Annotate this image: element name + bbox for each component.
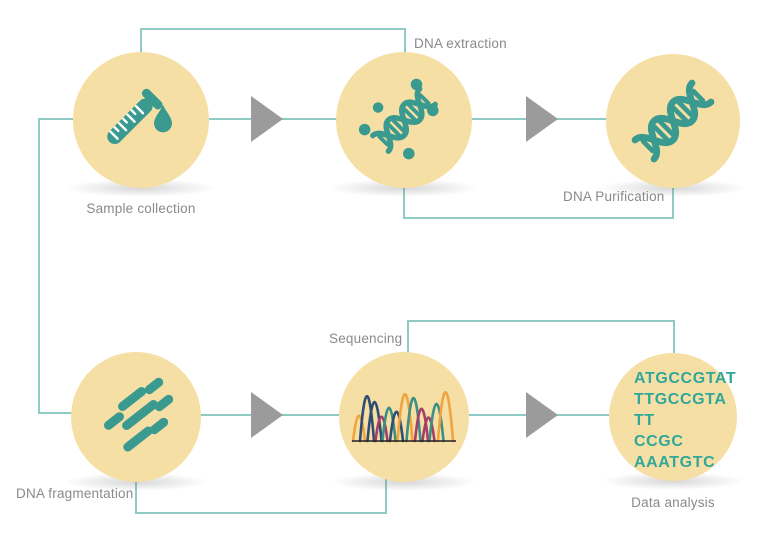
step-label: Sequencing bbox=[329, 331, 403, 346]
chromatogram-peaks bbox=[351, 390, 455, 443]
circle-shadow bbox=[331, 473, 477, 491]
step-circle-sample-collection bbox=[73, 52, 209, 188]
sequence-line: TT bbox=[634, 412, 655, 429]
circle-shadow bbox=[598, 179, 748, 197]
circle-shadow bbox=[65, 179, 217, 197]
arrow-right-icon bbox=[526, 96, 558, 142]
connector-line bbox=[385, 477, 387, 514]
step-label: DNA fragmentation bbox=[16, 486, 134, 501]
dna-helix-icon bbox=[631, 79, 715, 163]
connector-line bbox=[135, 478, 137, 514]
connector-line bbox=[38, 118, 40, 414]
arrow-right-icon bbox=[526, 392, 558, 438]
step-circle-dna-purification bbox=[606, 54, 740, 188]
sequence-line: AAATGTC bbox=[634, 454, 716, 471]
sequence-line: TTGCCGTA bbox=[634, 391, 727, 408]
connector-line bbox=[403, 184, 405, 219]
circle-shadow bbox=[63, 473, 209, 491]
connector-line bbox=[672, 184, 674, 219]
dna-helix-dots-icon bbox=[358, 78, 439, 160]
step-label: DNA Purification bbox=[563, 189, 665, 204]
step-label: Data analysis bbox=[631, 495, 715, 510]
dna-sequence-text-icon: ATGCCGTAT TTGCCGTA TT CCGC AAATGTC bbox=[609, 353, 737, 481]
sequence-line: ATGCCGTAT bbox=[634, 370, 737, 387]
step-circle-data-analysis: ATGCCGTAT TTGCCGTA TT CCGC AAATGTC bbox=[609, 353, 737, 481]
connector-line bbox=[407, 320, 675, 322]
connector-line bbox=[673, 320, 675, 358]
circle-shadow bbox=[328, 179, 480, 197]
step-circle-dna-extraction bbox=[336, 52, 472, 188]
connector-line bbox=[135, 512, 387, 514]
sequence-line: CCGC bbox=[634, 433, 684, 450]
step-label: DNA extraction bbox=[414, 36, 507, 51]
test-tube-icon bbox=[107, 88, 172, 145]
step-label: Sample collection bbox=[86, 201, 196, 216]
connector-line bbox=[140, 28, 142, 56]
circle-shadow bbox=[601, 472, 745, 490]
chromatogram-icon bbox=[351, 390, 456, 443]
droplet-icon bbox=[154, 105, 172, 133]
dna-fragments-icon bbox=[104, 377, 174, 452]
connector-line bbox=[38, 412, 78, 414]
arrow-right-icon bbox=[251, 96, 283, 142]
step-circle-dna-fragmentation bbox=[71, 352, 201, 482]
connector-line bbox=[407, 320, 409, 356]
connector-line bbox=[38, 118, 78, 120]
connector-line bbox=[404, 28, 406, 62]
connector-line bbox=[403, 217, 674, 219]
step-circle-sequencing bbox=[339, 352, 469, 482]
arrow-right-icon bbox=[251, 392, 283, 438]
connector-line bbox=[140, 28, 406, 30]
